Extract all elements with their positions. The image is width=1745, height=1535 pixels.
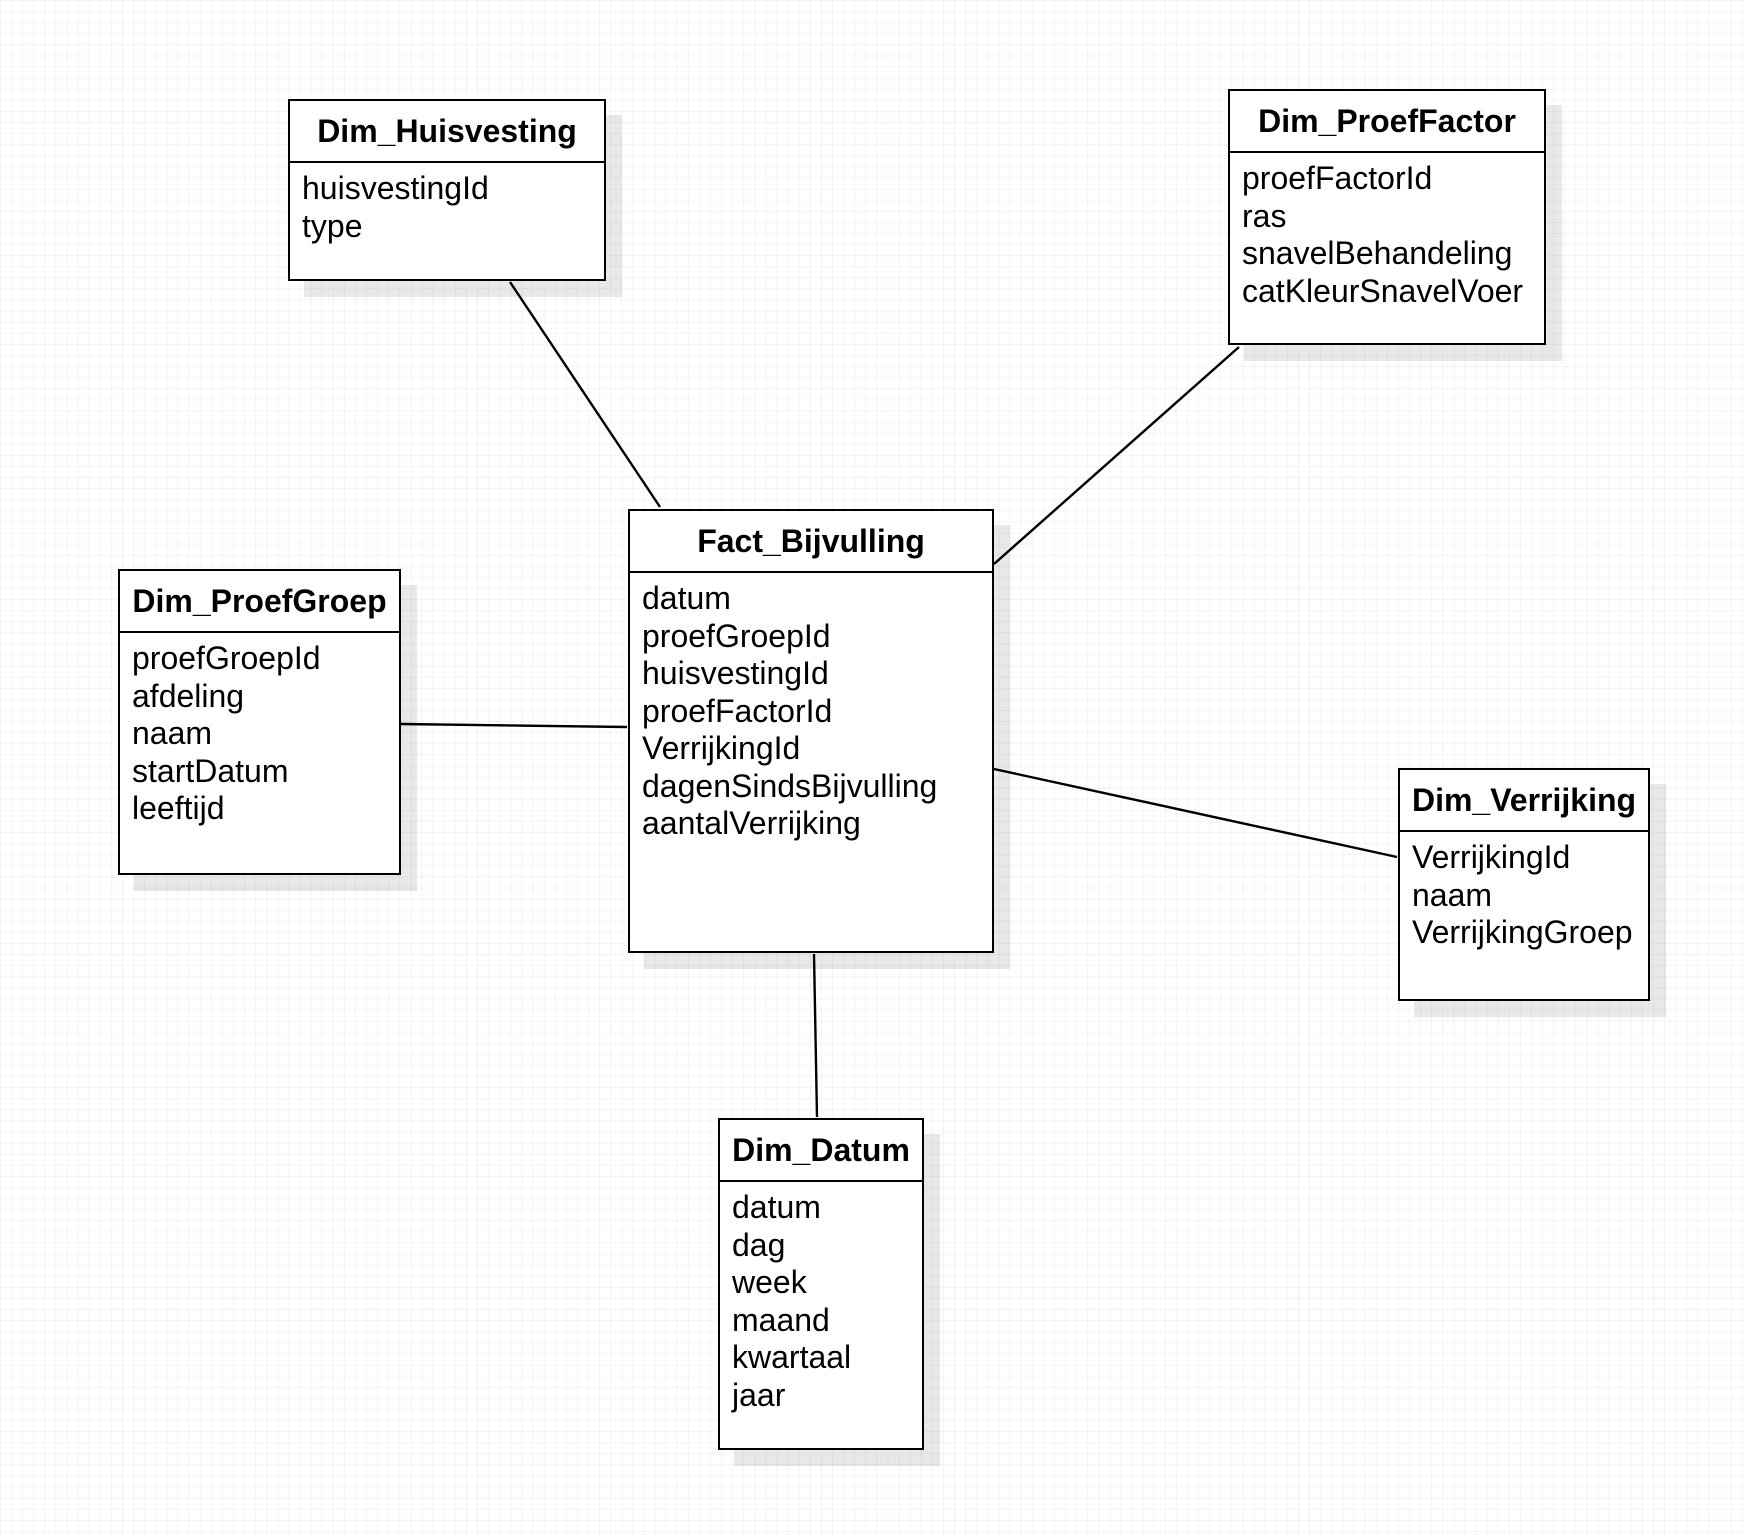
entity-field: maand — [732, 1301, 830, 1338]
entity-field-list: VerrijkingId naam VerrijkingGroep — [1400, 832, 1648, 952]
entity-title: Fact_Bijvulling — [630, 511, 992, 573]
entity-field: dagenSindsBijvulling — [642, 767, 938, 804]
entity-title: Dim_Verrijking — [1400, 770, 1648, 832]
entity-field: proefGroepId — [132, 640, 321, 676]
entity-field: VerrijkingGroep — [1412, 914, 1633, 950]
entity-title: Dim_ProefFactor — [1230, 91, 1544, 153]
entity-field: startDatum — [132, 752, 289, 789]
entity-field: proefFactorId — [1242, 160, 1433, 196]
entity-field-list: datum dag week maand kwartaal jaar — [720, 1182, 922, 1414]
entity-field: ras — [1242, 197, 1287, 234]
entity-dim-datum[interactable]: Dim_Datum datum dag week maand kwartaal … — [718, 1118, 924, 1450]
entity-field: week — [732, 1264, 807, 1300]
entity-dim-huisvesting[interactable]: Dim_Huisvesting huisvestingId type — [288, 99, 606, 281]
link-fact-verrijking[interactable] — [993, 767, 1398, 859]
entity-field: naam — [1412, 876, 1493, 913]
entity-field: VerrijkingId — [642, 730, 801, 766]
entity-field: VerrijkingId — [1412, 839, 1571, 875]
entity-field: catKleurSnavelVoer — [1242, 272, 1524, 309]
entity-field: dag — [732, 1226, 786, 1263]
link-fact-proeffactor[interactable] — [993, 346, 1240, 565]
entity-field: snavelBehandeling — [1242, 235, 1513, 271]
entity-field: proefFactorId — [642, 692, 833, 729]
entity-field: datum — [732, 1189, 821, 1225]
entity-field-list: proefGroepId afdeling naam startDatum le… — [120, 633, 399, 828]
entity-field: jaar — [732, 1376, 786, 1413]
entity-field-list: huisvestingId type — [290, 163, 604, 245]
entity-field: datum — [642, 580, 731, 616]
entity-title: Dim_Huisvesting — [290, 101, 604, 163]
entity-fact-bijvulling[interactable]: Fact_Bijvulling datum proefGroepId huisv… — [628, 509, 994, 953]
entity-dim-proeffactor[interactable]: Dim_ProefFactor proefFactorId ras snavel… — [1228, 89, 1546, 345]
entity-dim-verrijking[interactable]: Dim_Verrijking VerrijkingId naam Verrijk… — [1398, 768, 1650, 1001]
entity-title: Dim_Datum — [720, 1120, 922, 1182]
link-fact-huisvesting[interactable] — [509, 281, 661, 508]
entity-field: proefGroepId — [642, 617, 831, 654]
entity-field: naam — [132, 715, 213, 751]
link-fact-proefgroep[interactable] — [400, 722, 628, 729]
entity-field: aantalVerrijking — [642, 805, 861, 841]
entity-field: huisvestingId — [642, 655, 829, 691]
entity-field-list: proefFactorId ras snavelBehandeling catK… — [1230, 153, 1544, 310]
entity-field: afdeling — [132, 677, 245, 714]
entity-field-list: datum proefGroepId huisvestingId proefFa… — [630, 573, 992, 843]
entity-dim-proefgroep[interactable]: Dim_ProefGroep proefGroepId afdeling naa… — [118, 569, 401, 875]
entity-field: type — [302, 207, 363, 244]
entity-field: kwartaal — [732, 1339, 852, 1375]
entity-title: Dim_ProefGroep — [120, 571, 399, 633]
entity-field: leeftijd — [132, 790, 225, 826]
link-fact-datum[interactable] — [812, 953, 819, 1118]
entity-field: huisvestingId — [302, 170, 489, 206]
